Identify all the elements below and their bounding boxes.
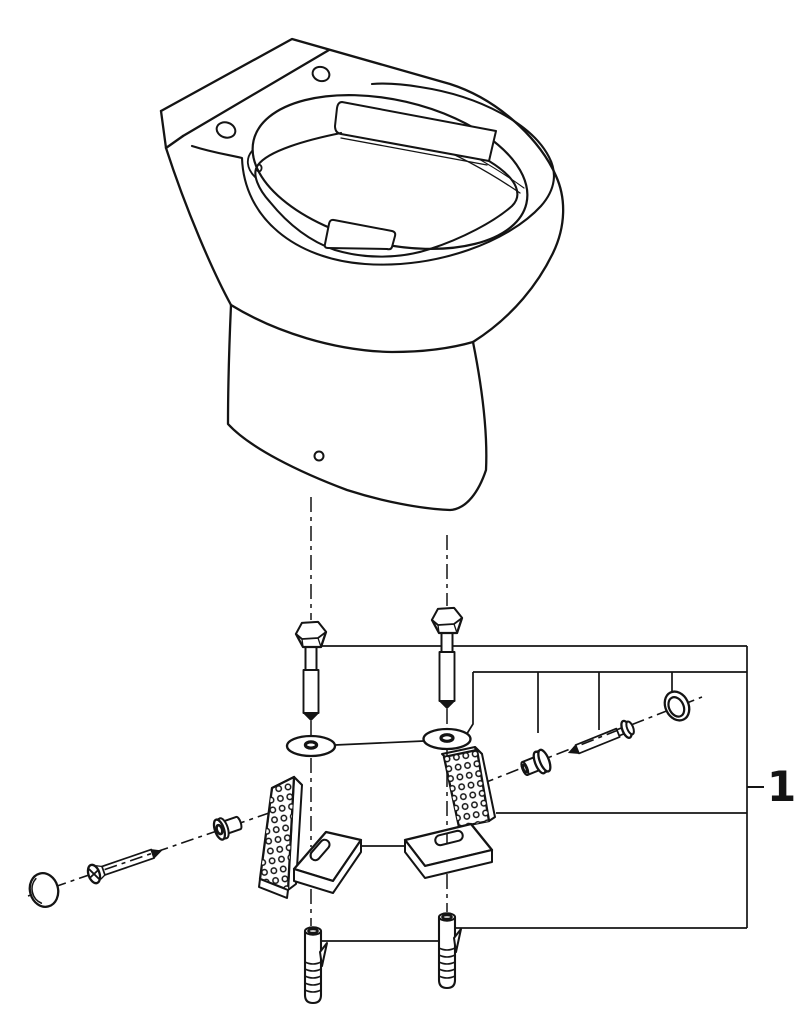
angle-bracket-right xyxy=(403,746,496,879)
front-tab xyxy=(323,218,397,251)
washer-left xyxy=(285,734,337,758)
hex-bolt-right xyxy=(430,606,464,710)
bracket-slot-right xyxy=(434,829,464,847)
angle-bracket-left xyxy=(258,775,363,899)
rim-jet xyxy=(246,150,256,178)
seat-hole-right xyxy=(311,65,331,83)
washer-right xyxy=(422,727,472,751)
pedestal-hole xyxy=(313,450,325,462)
callout-box: 1 xyxy=(311,645,796,929)
wall-plug-right xyxy=(437,912,462,990)
rim-outer-edge xyxy=(190,82,555,266)
fixing-screw-left xyxy=(86,848,163,885)
axis-left xyxy=(27,811,273,897)
perforation-right xyxy=(444,750,489,827)
fixing-screw-right xyxy=(567,719,635,755)
toilet-bowl xyxy=(159,37,565,512)
hex-bolt-left xyxy=(294,620,328,722)
callout-label: 1 xyxy=(767,762,796,811)
cover-cap-right xyxy=(663,690,691,722)
seat-hole-left xyxy=(215,121,237,139)
connector-lines xyxy=(321,740,439,942)
axis-right xyxy=(455,696,703,795)
cover-cap-left xyxy=(28,872,60,908)
bushing-left xyxy=(212,815,243,841)
wall-plug-left xyxy=(303,926,328,1005)
bushing-right xyxy=(520,748,552,777)
perforation-left xyxy=(260,777,294,890)
